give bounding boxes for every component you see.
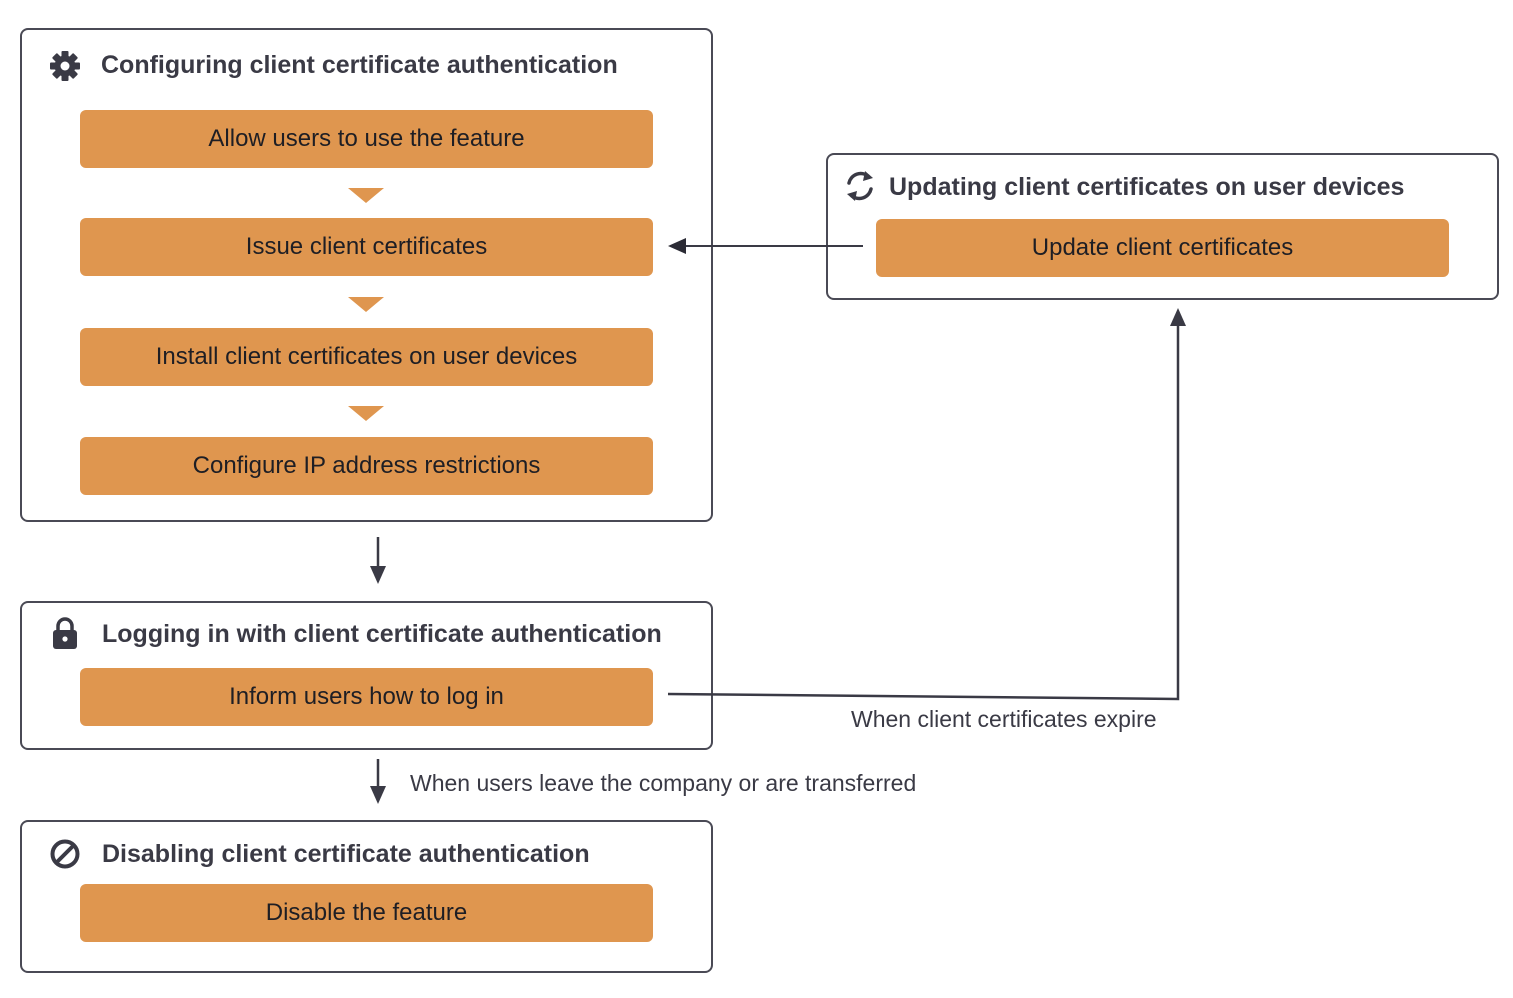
step-configure-ip-restrictions: Configure IP address restrictions — [80, 437, 653, 495]
step-update-certificates: Update client certificates — [876, 219, 1449, 277]
step-allow-users: Allow users to use the feature — [80, 110, 653, 168]
configure-to-login-arrow — [370, 537, 386, 584]
disable-panel-title: Disabling client certificate authenticat… — [102, 840, 590, 868]
expire-annotation: When client certificates expire — [851, 706, 1157, 732]
configure-panel-title: Configuring client certificate authentic… — [101, 51, 618, 79]
step-install-certificates: Install client certificates on user devi… — [80, 328, 653, 386]
step-connector-chevron — [348, 188, 384, 203]
expire-to-update-arrow — [667, 308, 1186, 701]
gear-icon — [50, 51, 80, 81]
step-connector-chevron — [348, 406, 384, 421]
update-to-issue-arrow — [668, 238, 863, 254]
refresh-icon — [847, 171, 873, 201]
prohibited-icon — [50, 839, 80, 869]
leave-annotation: When users leave the company or are tran… — [410, 770, 917, 796]
step-disable-feature: Disable the feature — [80, 884, 653, 942]
login-panel-title: Logging in with client certificate authe… — [102, 620, 662, 648]
login-to-disable-arrow — [370, 759, 386, 804]
lock-icon — [53, 617, 77, 649]
step-issue-certificates: Issue client certificates — [80, 218, 653, 276]
step-connector-chevron — [348, 297, 384, 312]
update-panel-title: Updating client certificates on user dev… — [889, 173, 1405, 201]
step-inform-users: Inform users how to log in — [80, 668, 653, 726]
